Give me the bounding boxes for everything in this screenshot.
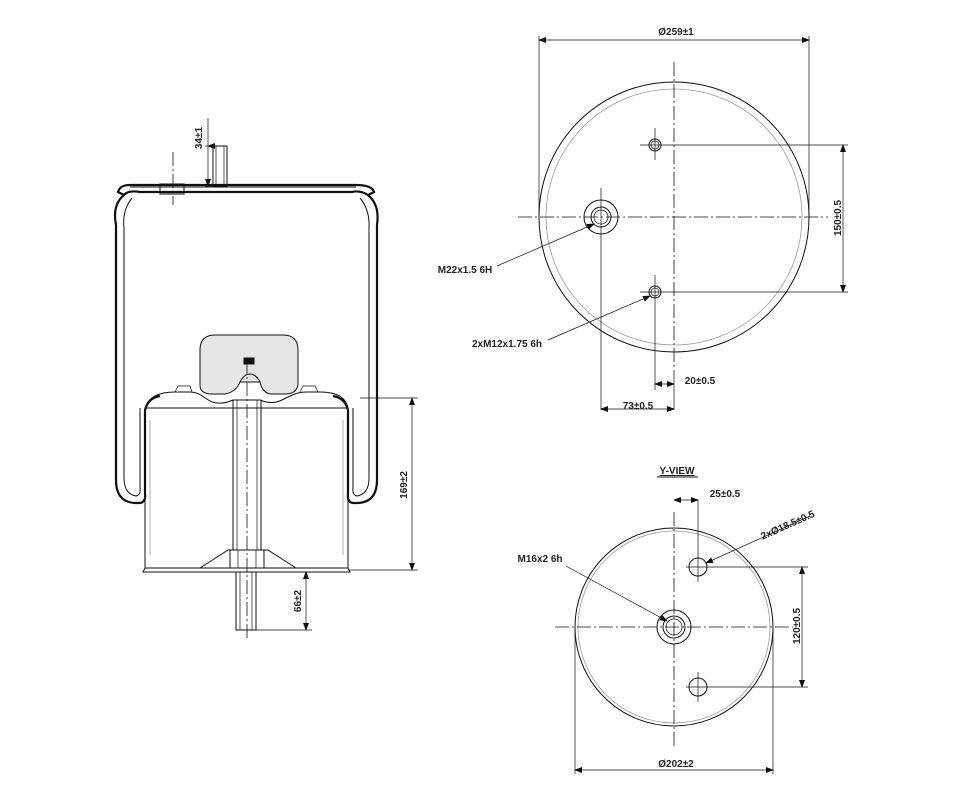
leader-top-center-thread: M22x1.5 6H xyxy=(438,223,595,276)
leader-top-side-thread-label: 2xM12x1.75 6h xyxy=(472,339,542,350)
dim-top-offset-small: 20±0.5 xyxy=(654,372,716,410)
y-view-title: Y-VIEW xyxy=(659,466,695,477)
leader-bottom-thread-label: M16x2 6h xyxy=(517,554,562,565)
top-stud xyxy=(212,145,228,187)
bellows-outer-right xyxy=(332,194,379,505)
piston-base xyxy=(142,567,351,573)
leader-bottom-holes: 2xØ18.5±0.5 xyxy=(705,509,817,564)
dim-top-offset-large: 73±0.5 xyxy=(600,401,675,412)
dim-stud-height: 66±2 xyxy=(256,571,312,631)
top-nut xyxy=(159,183,185,195)
dim-top-offset-large-label: 73±0.5 xyxy=(623,401,654,412)
dim-top-stud-height: 34±1 xyxy=(194,118,213,187)
dim-top-diameter: Ø259±1 xyxy=(538,27,810,217)
dim-body-height: 169±2 xyxy=(348,397,418,571)
dim-top-offset-small-label: 20±0.5 xyxy=(685,376,716,387)
y-view-center-thread xyxy=(656,609,692,645)
dim-body-height-label: 169±2 xyxy=(399,471,410,499)
dim-bottom-hole-spacing-label: 120±0.5 xyxy=(792,608,803,645)
leader-top-side-thread: 2xM12x1.75 6h xyxy=(472,295,651,350)
dim-bottom-hole-spacing: 120±0.5 xyxy=(792,566,805,688)
bottom-stud xyxy=(235,571,257,631)
leader-bottom-holes-label: 2xØ18.5±0.5 xyxy=(759,509,817,543)
dim-bottom-offset: 25±0.5 xyxy=(673,489,741,552)
bellows-outer xyxy=(113,194,161,505)
dim-top-hole-spacing-label: 150±0.5 xyxy=(833,200,844,237)
dim-bottom-diameter-label: Ø202±2 xyxy=(658,759,694,770)
leader-bottom-thread: M16x2 6h xyxy=(517,554,668,622)
dim-stud-height-label: 66±2 xyxy=(293,589,304,612)
dim-top-diameter-label: Ø259±1 xyxy=(658,27,694,38)
side-view: 34±1 169±2 66±2 xyxy=(113,118,418,640)
dim-top-hole-spacing: 150±0.5 xyxy=(833,144,846,293)
piston-body xyxy=(144,407,349,569)
dim-bottom-diameter: Ø202±2 xyxy=(574,627,774,774)
dim-bottom-offset-label: 25±0.5 xyxy=(710,489,741,500)
dim-top-stud-height-label: 34±1 xyxy=(194,126,205,149)
top-view: Ø259±1 150±0.5 20±0.5 73±0.5 M22x1.5 6H … xyxy=(438,27,848,412)
y-view: Y-VIEW 25±0.5 2xØ18.5±0.5 xyxy=(517,466,817,774)
leader-top-center-thread-label: M22x1.5 6H xyxy=(438,265,492,276)
